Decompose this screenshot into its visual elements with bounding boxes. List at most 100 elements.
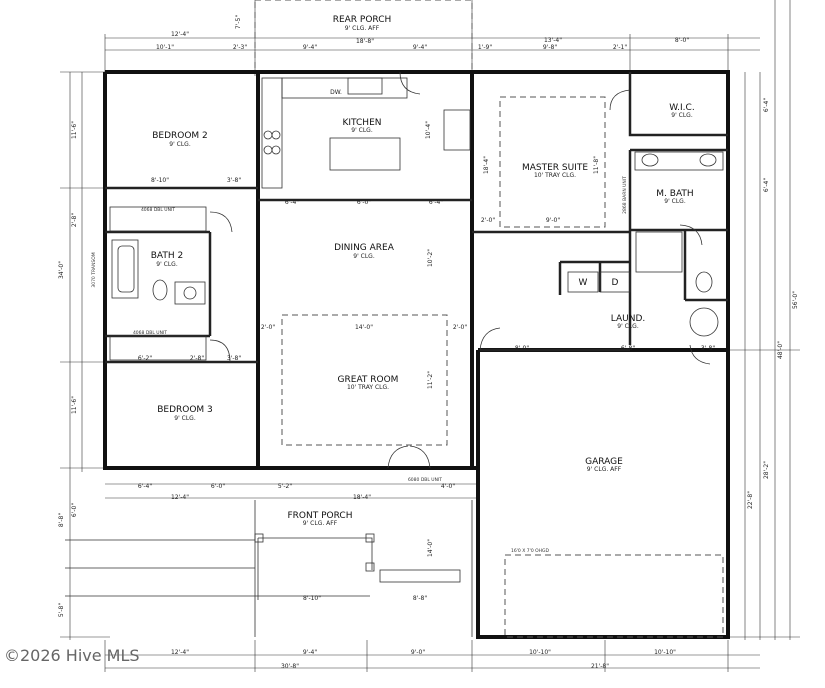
garage-ceiling: 9' CLG. AFF <box>587 466 622 473</box>
dim-top-5: 10'-1" <box>156 44 174 51</box>
master-ceiling: 10' TRAY CLG. <box>534 172 576 179</box>
dim-mid-5: 18'-4" <box>353 494 371 501</box>
dim-great-2: 14'-0" <box>355 324 373 331</box>
dim-kitchen-2: 6'-0" <box>357 199 371 206</box>
dim-mid-3: 6'-0" <box>211 483 225 490</box>
dim-bottom-2: 9'-4" <box>303 649 317 656</box>
bath2-ceiling: 9' CLG. <box>156 261 178 268</box>
dim-mid-4: 5'-2" <box>278 483 292 490</box>
dim-mid-6: 4'-0" <box>441 483 455 490</box>
dim-right-5: 28'-2" <box>763 461 770 479</box>
dim-kitchen-1: 6'-4" <box>285 199 299 206</box>
dishwasher-label: DW. <box>330 89 342 96</box>
dim-top-2: 18'-8" <box>356 38 374 45</box>
dim-bed-2: 3'-8" <box>227 177 241 184</box>
master-tray <box>499 96 606 228</box>
dining-label: DINING AREA <box>334 243 395 253</box>
dim-left-2: 2'-8" <box>71 213 78 227</box>
dim-left-5: 8'-8" <box>58 513 65 527</box>
dbl-unit-top-label: 4068 DBL UNIT <box>141 207 175 213</box>
laundry-ceiling: 9' CLG. <box>617 323 639 330</box>
rear-porch-ceiling: 9' CLG. AFF <box>345 25 380 32</box>
front-porch-ceiling: 9' CLG. AFF <box>303 520 338 527</box>
dim-center-5: 18'-4" <box>483 156 490 174</box>
dim-left-4: 11'-6" <box>71 396 78 414</box>
dim-left-7: 5'-8" <box>58 603 65 617</box>
dim-bottom-1: 12'-4" <box>171 649 189 656</box>
bedroom2-ceiling: 9' CLG. <box>169 141 191 148</box>
dim-right-2: 6'-4" <box>763 178 770 192</box>
dim-master-4: 3'-8" <box>701 345 715 352</box>
dim-center-2: 11'-2" <box>427 371 434 389</box>
dim-top-10: 9'-8" <box>543 44 557 51</box>
dim-top-9: 1'-9" <box>478 44 492 51</box>
dim-bed-5: 3'-8" <box>227 355 241 362</box>
dim-right-1: 6'-4" <box>763 98 770 112</box>
dim-great-3: 2'-0" <box>453 324 467 331</box>
front-porch-structure <box>254 500 473 637</box>
dim-top-12: 7'-5" <box>235 15 242 29</box>
dim-center-1: 10'-2" <box>427 249 434 267</box>
bedroom3-ceiling: 9' CLG. <box>174 415 196 422</box>
kitchen-fixtures <box>261 77 471 189</box>
dim-left-6: 6'-0" <box>71 503 78 517</box>
great-room-ceiling: 10' TRAY CLG. <box>347 384 389 391</box>
dim-top-3: 13'-4" <box>544 37 562 44</box>
rear-porch-label: REAR PORCH <box>333 15 392 25</box>
dim-left-3: 34'-0" <box>58 261 65 279</box>
dim-top-7: 9'-4" <box>303 44 317 51</box>
barn-unit-label: 2868 BARN UNIT <box>622 176 628 214</box>
transom-label: 3070 TRANSOM <box>91 252 97 287</box>
garage-label: GARAGE <box>585 457 623 467</box>
dim-master-2: 8'-0" <box>515 345 529 352</box>
dim-bottom-4: 10'-10" <box>529 649 551 656</box>
dim-bottom-7: 21'-8" <box>591 663 609 670</box>
dim-kitchen-3: 6'-4" <box>429 199 443 206</box>
wic-ceiling: 9' CLG. <box>671 112 693 119</box>
dim-top-4: 8'-0" <box>675 37 689 44</box>
dim-master-5: 2'-0" <box>481 217 495 224</box>
dim-bottom-3: 9'-0" <box>411 649 425 656</box>
dim-right-3: 56'-0" <box>792 291 799 309</box>
dim-right-6: 22'-8" <box>747 491 754 509</box>
kitchen-label: KITCHEN <box>343 118 382 128</box>
dim-mid-1: 6'-4" <box>138 483 152 490</box>
master-label: MASTER SUITE <box>522 163 588 173</box>
dbl-unit-bottom-label: 4068 DBL UNIT <box>133 330 167 336</box>
dim-center-6: 10'-4" <box>425 121 432 139</box>
front-porch-label: FRONT PORCH <box>288 511 353 521</box>
great-room-tray <box>281 314 448 446</box>
master-bath-fixtures <box>567 151 724 337</box>
wic-label: W.I.C. <box>669 103 694 113</box>
dim-master-1: 9'-0" <box>546 217 560 224</box>
mbath-ceiling: 9' CLG. <box>664 198 686 205</box>
dim-top-11: 2'-1" <box>613 44 627 51</box>
dim-bottom-6: 30'-8" <box>281 663 299 670</box>
laundry-label: LAUND. <box>611 314 646 324</box>
dim-bottom-5: 10'-10" <box>654 649 676 656</box>
bath2-fixtures <box>109 206 207 361</box>
dim-mid-8: 8'-8" <box>413 595 427 602</box>
great-room-label: GREAT ROOM <box>338 375 399 385</box>
door-swings <box>209 71 711 469</box>
dim-top-6: 2'-3" <box>233 44 247 51</box>
garage-door-label: 16'0 X 7'0 OHGD <box>511 548 550 554</box>
dim-top-1: 12'-4" <box>171 31 189 38</box>
washer-label: W <box>579 278 588 288</box>
bedroom3-label: BEDROOM 3 <box>157 405 213 415</box>
dim-top-8: 9'-4" <box>413 44 427 51</box>
dim-mid-7: 8'-10" <box>303 595 321 602</box>
dim-bed-3: 6'-2" <box>138 355 152 362</box>
dim-bed-1: 8'-10" <box>151 177 169 184</box>
dim-center-3: 14'-0" <box>427 539 434 557</box>
garage-door-outline <box>504 554 724 638</box>
dining-ceiling: 9' CLG. <box>353 253 375 260</box>
dim-mid-2: 12'-4" <box>171 494 189 501</box>
watermark: ©2026 Hive MLS <box>4 646 140 665</box>
dim-master-3: 6'-8" <box>621 345 635 352</box>
dryer-label: D <box>612 278 619 288</box>
mbath-label: M. BATH <box>656 189 693 199</box>
dim-great-1: 2'-0" <box>261 324 275 331</box>
